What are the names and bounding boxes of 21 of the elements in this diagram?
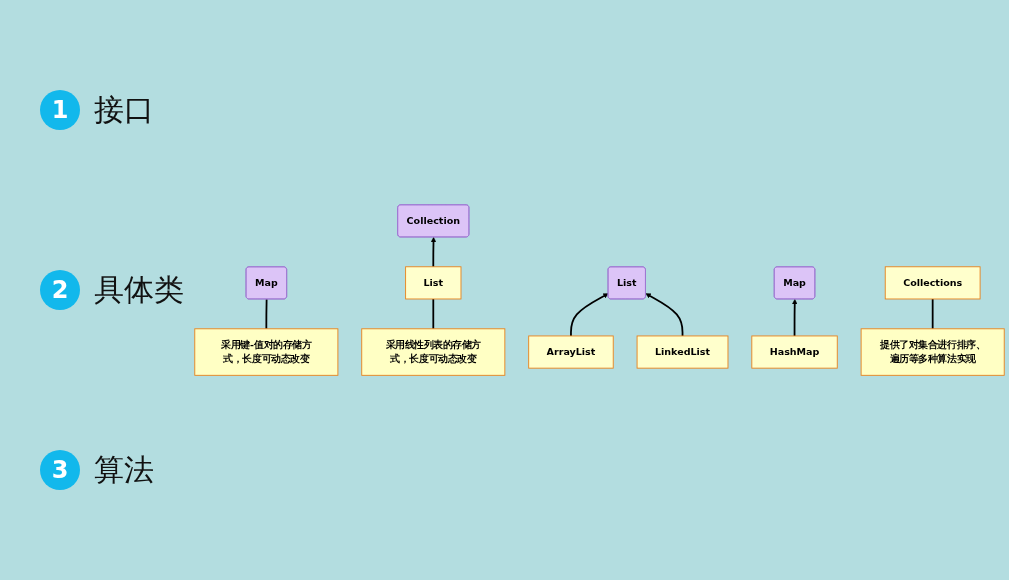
node-box: ArrayList [528,335,614,369]
node-box: 采用线性列表的存储方式，长度可动态改变 [361,328,506,376]
section-number-badge: 2 [40,270,80,310]
connector [432,298,435,330]
connector [265,298,268,330]
section-heading: 接口 [94,90,154,129]
section-number-badge: 3 [40,450,80,490]
node-box: LinkedList [636,335,729,369]
section-heading: 算法 [94,450,154,489]
section-number-badge: 1 [40,90,80,130]
connector [931,298,934,330]
node-box: 提供了对集合进行排序、遍历等多种算法实现 [860,328,1005,376]
node-box: HashMap [751,335,838,369]
node-box: Collections [884,266,981,300]
arrow [430,237,437,268]
arrow [570,293,609,337]
arrow [792,299,798,337]
section-heading: 具体类 [94,270,184,309]
arrow [645,293,684,337]
node-box: 采用键-值对的存储方式，长度可动态改变 [194,328,339,376]
node-box: List [405,266,462,300]
